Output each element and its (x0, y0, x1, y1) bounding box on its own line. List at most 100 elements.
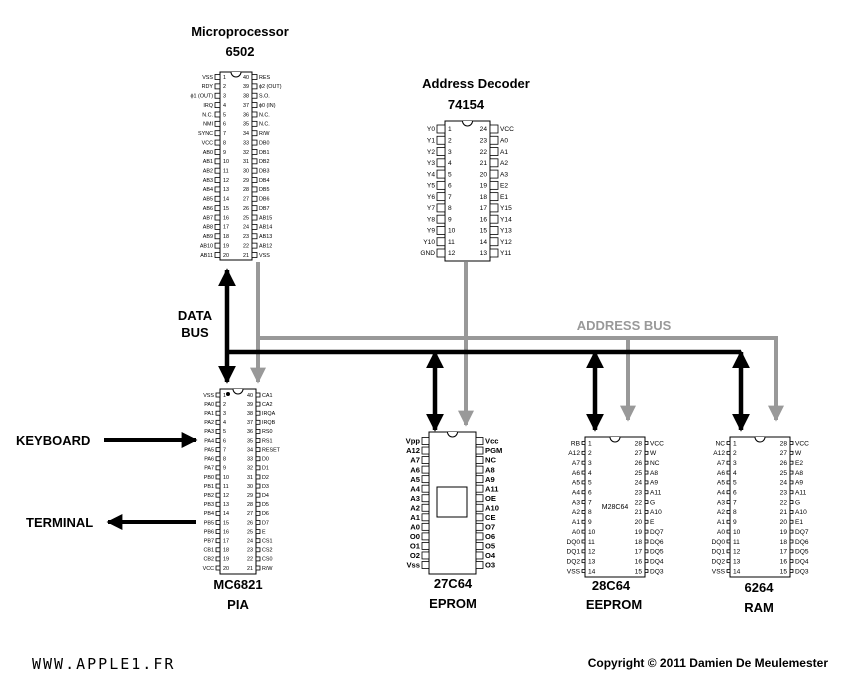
pin-label: DQ6 (795, 539, 809, 546)
pin-box (421, 561, 430, 569)
pin-label: O7 (485, 523, 495, 532)
pin-number: 7 (223, 131, 226, 137)
pin-box (255, 401, 261, 407)
pin-label: A12 (406, 446, 420, 455)
pin-label: O2 (410, 551, 420, 560)
pin-box (581, 460, 586, 465)
pin-box (475, 456, 484, 464)
pin-number: 2 (733, 450, 737, 457)
pin-number: 24 (635, 480, 643, 487)
pin-number: 21 (243, 253, 249, 259)
pin-number: 16 (480, 216, 488, 223)
pin-number: 28 (635, 440, 643, 447)
pin-label: VSS (259, 253, 270, 259)
pin-box (475, 446, 484, 455)
pin-number: 20 (223, 566, 229, 572)
pin-label: A11 (795, 490, 807, 497)
pin-number: 33 (247, 457, 253, 463)
pin-number: 7 (588, 499, 592, 506)
pin-box (581, 470, 586, 475)
pin-label: PA4 (204, 438, 214, 444)
pin-box (726, 470, 731, 475)
pin-label: AB3 (203, 178, 213, 184)
pin-number: 10 (223, 475, 229, 481)
pin-number: 7 (448, 194, 452, 201)
pin-label: DB4 (259, 178, 270, 184)
pin-number: 19 (223, 243, 229, 249)
pin-box (489, 135, 499, 145)
pin-number: 8 (223, 140, 226, 146)
pin-box (475, 513, 484, 522)
pin-label: A0 (717, 529, 725, 536)
address-bus-label: ADDRESS BUS (577, 318, 672, 333)
pin-box (421, 503, 430, 512)
pin-label: A2 (572, 509, 580, 516)
pin-label: A10 (795, 509, 807, 516)
pin-box (789, 519, 794, 524)
pin-label: DQ3 (650, 568, 664, 575)
pin-box (251, 177, 258, 183)
pin-number: 18 (480, 194, 488, 201)
pin-box (255, 419, 261, 425)
pin-number: 5 (223, 112, 226, 118)
pin-number: 28 (243, 187, 249, 193)
pin-number: 27 (780, 450, 788, 457)
pin-label: RESET (262, 447, 281, 453)
pin-label: PA5 (204, 447, 214, 453)
pin-number: 19 (780, 529, 788, 536)
pin-label: A0 (410, 523, 420, 532)
pin-label: VCC (500, 126, 514, 133)
pin-label: AB1 (203, 159, 213, 165)
pin-label: PA1 (204, 411, 214, 417)
pin-number: 18 (635, 539, 643, 546)
pin-label: D7 (262, 520, 269, 526)
pin-box (581, 480, 586, 485)
data-bus-lines (218, 268, 750, 432)
pin-number: 10 (733, 529, 741, 536)
pin-number: 2 (588, 450, 592, 457)
pin-label: S.O. (259, 94, 270, 100)
pin-number: 12 (223, 493, 229, 499)
pin-label: CA1 (262, 393, 273, 399)
pin-number: 15 (780, 568, 788, 575)
pin-number: 13 (733, 558, 741, 565)
pin-label: Y14 (500, 216, 512, 223)
pin-number: 15 (635, 568, 643, 575)
pin-label: A1 (500, 149, 508, 156)
pin-number: 9 (223, 466, 226, 472)
pin-label: Y1 (427, 138, 435, 145)
pin-box (214, 214, 221, 221)
pin-number: 17 (780, 549, 788, 556)
pin-box (421, 465, 430, 474)
pin-box (214, 158, 221, 165)
pin-box (255, 556, 261, 562)
pin-label: A4 (410, 484, 420, 493)
pin-label: A6 (717, 470, 725, 477)
pin-number: 5 (588, 480, 592, 487)
pin-box (581, 490, 586, 495)
pin-label: A0 (500, 138, 508, 145)
pin-number: 40 (247, 393, 253, 399)
pin-label: D5 (262, 502, 269, 508)
chip-notch (754, 436, 766, 443)
pin-number: 3 (223, 94, 226, 100)
pin-number: 31 (243, 159, 249, 165)
pin-number: 16 (223, 215, 229, 221)
pin-label: VSS (712, 568, 726, 575)
pin-box (215, 392, 221, 398)
pin-label: Y10 (423, 239, 435, 246)
pin-box (436, 192, 446, 202)
pin-number: 25 (780, 470, 788, 477)
pin-number: 10 (588, 529, 596, 536)
pin-box (251, 167, 258, 174)
pin-number: 1 (448, 126, 452, 133)
pin-number: 16 (223, 529, 229, 535)
pin-label: A6 (410, 465, 420, 474)
pin-box (475, 542, 484, 550)
pin-label: Y8 (427, 216, 435, 223)
copyright-label: Copyright © 2011 Damien De Meulemester (588, 656, 829, 670)
pin-box (475, 475, 484, 484)
pin-box (251, 158, 258, 165)
